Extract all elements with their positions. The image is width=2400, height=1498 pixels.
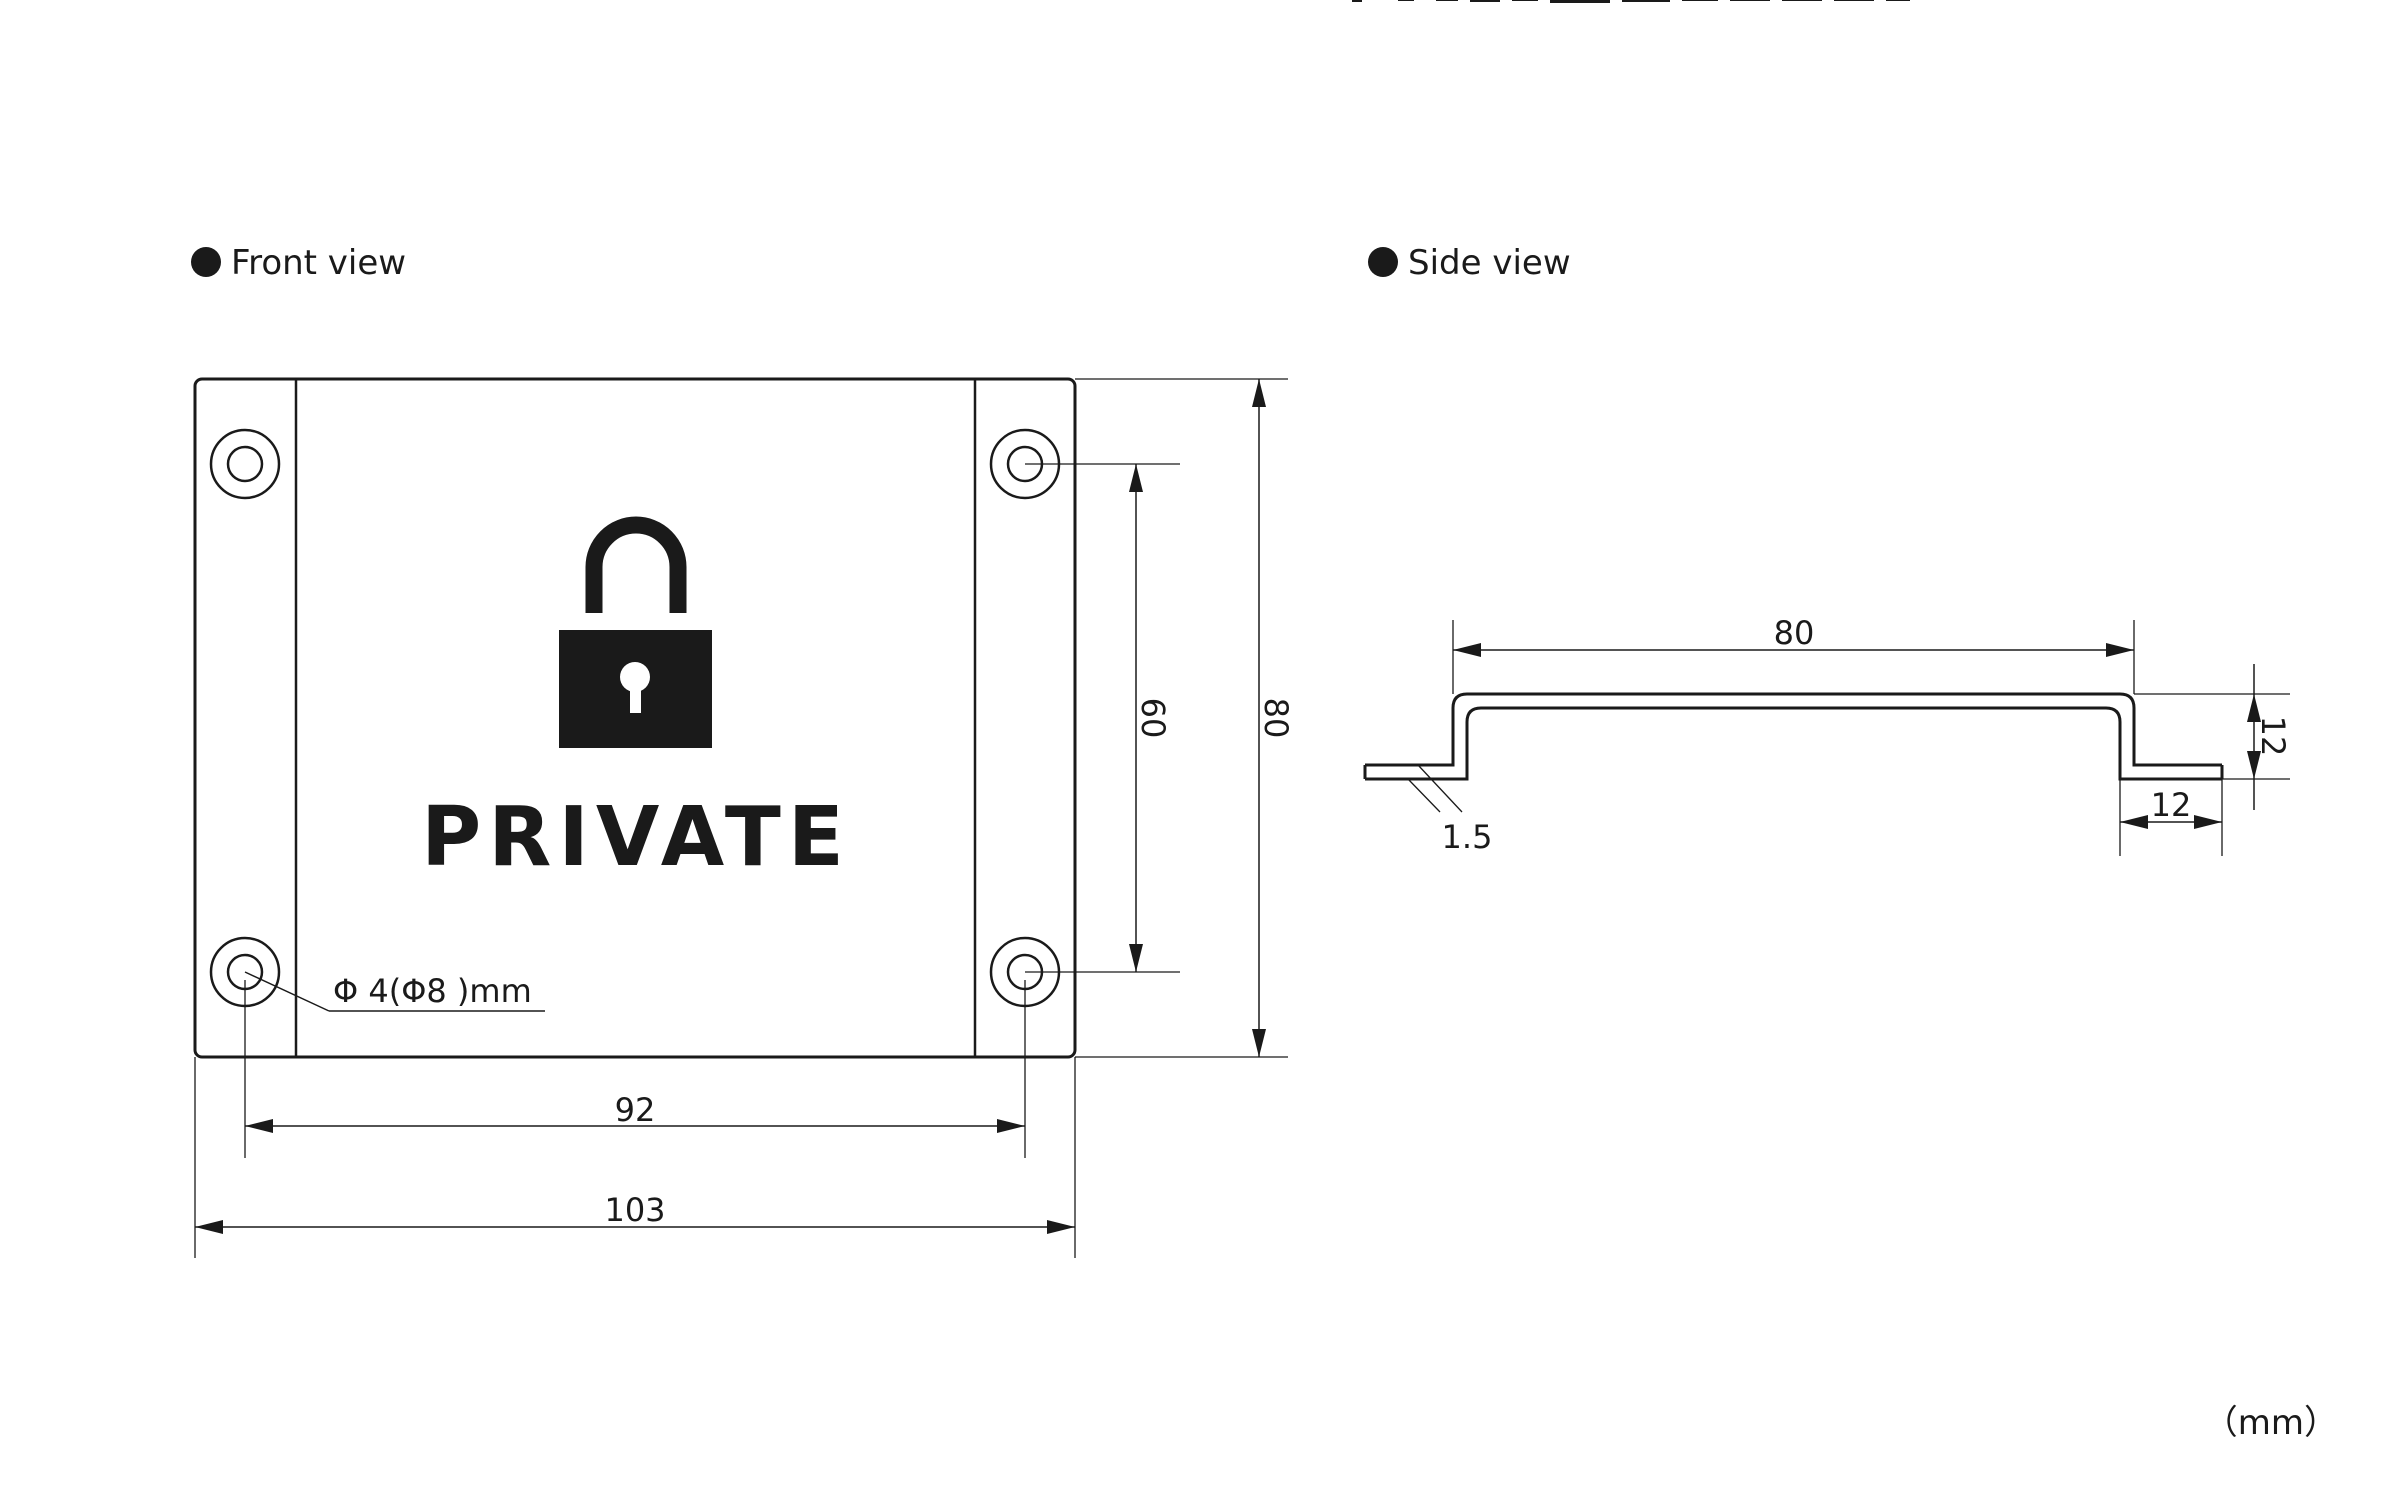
side-view: Side view 80 12 12 (1363, 243, 2292, 856)
hole-diameter-label: Φ 4(Φ8 )mm (333, 972, 532, 1010)
front-view: Front view PRIVATE (191, 243, 1295, 1258)
plate-text: PRIVATE (421, 790, 851, 885)
dim-top-length: 80 (1453, 614, 2134, 657)
plate-outline (193, 377, 1077, 1059)
padlock-icon (559, 516, 712, 748)
dim-overall-width: 103 (195, 1191, 1075, 1234)
mounting-hole (209, 428, 281, 500)
hole-diameter-callout: Φ 4(Φ8 )mm (244, 971, 545, 1012)
side-view-bullet-icon (1368, 247, 1398, 277)
dim-hole-spacing-height: 60 (1129, 464, 1172, 972)
dim-thickness-label: 1.5 (1442, 818, 1493, 856)
dim-hole-spacing-width-label: 92 (615, 1091, 656, 1129)
side-extension-lines (1452, 620, 2290, 856)
dim-overall-height-label: 80 (1257, 698, 1295, 739)
front-extension-lines (194, 378, 1288, 1258)
dim-overall-height: 80 (1252, 379, 1295, 1057)
dim-hole-spacing-width: 92 (245, 1091, 1025, 1133)
dim-overall-width-label: 103 (604, 1191, 665, 1229)
front-view-bullet-icon (191, 247, 221, 277)
dim-top-length-label: 80 (1774, 614, 1815, 652)
side-view-title: Side view (1408, 243, 1571, 283)
bracket-profile (1365, 692, 2222, 767)
dim-flange: 12 (2120, 786, 2222, 829)
dim-depth: 12 (2247, 664, 2292, 810)
front-view-title: Front view (231, 243, 406, 283)
dim-thickness: 1.5 (1407, 764, 1493, 856)
units-label: （mm） (2204, 1403, 2338, 1443)
dim-flange-label: 12 (2151, 786, 2192, 824)
clipped-header-fragment (1352, 0, 1910, 3)
dim-depth-label: 12 (2254, 716, 2292, 757)
dim-hole-spacing-height-label: 60 (1134, 698, 1172, 739)
